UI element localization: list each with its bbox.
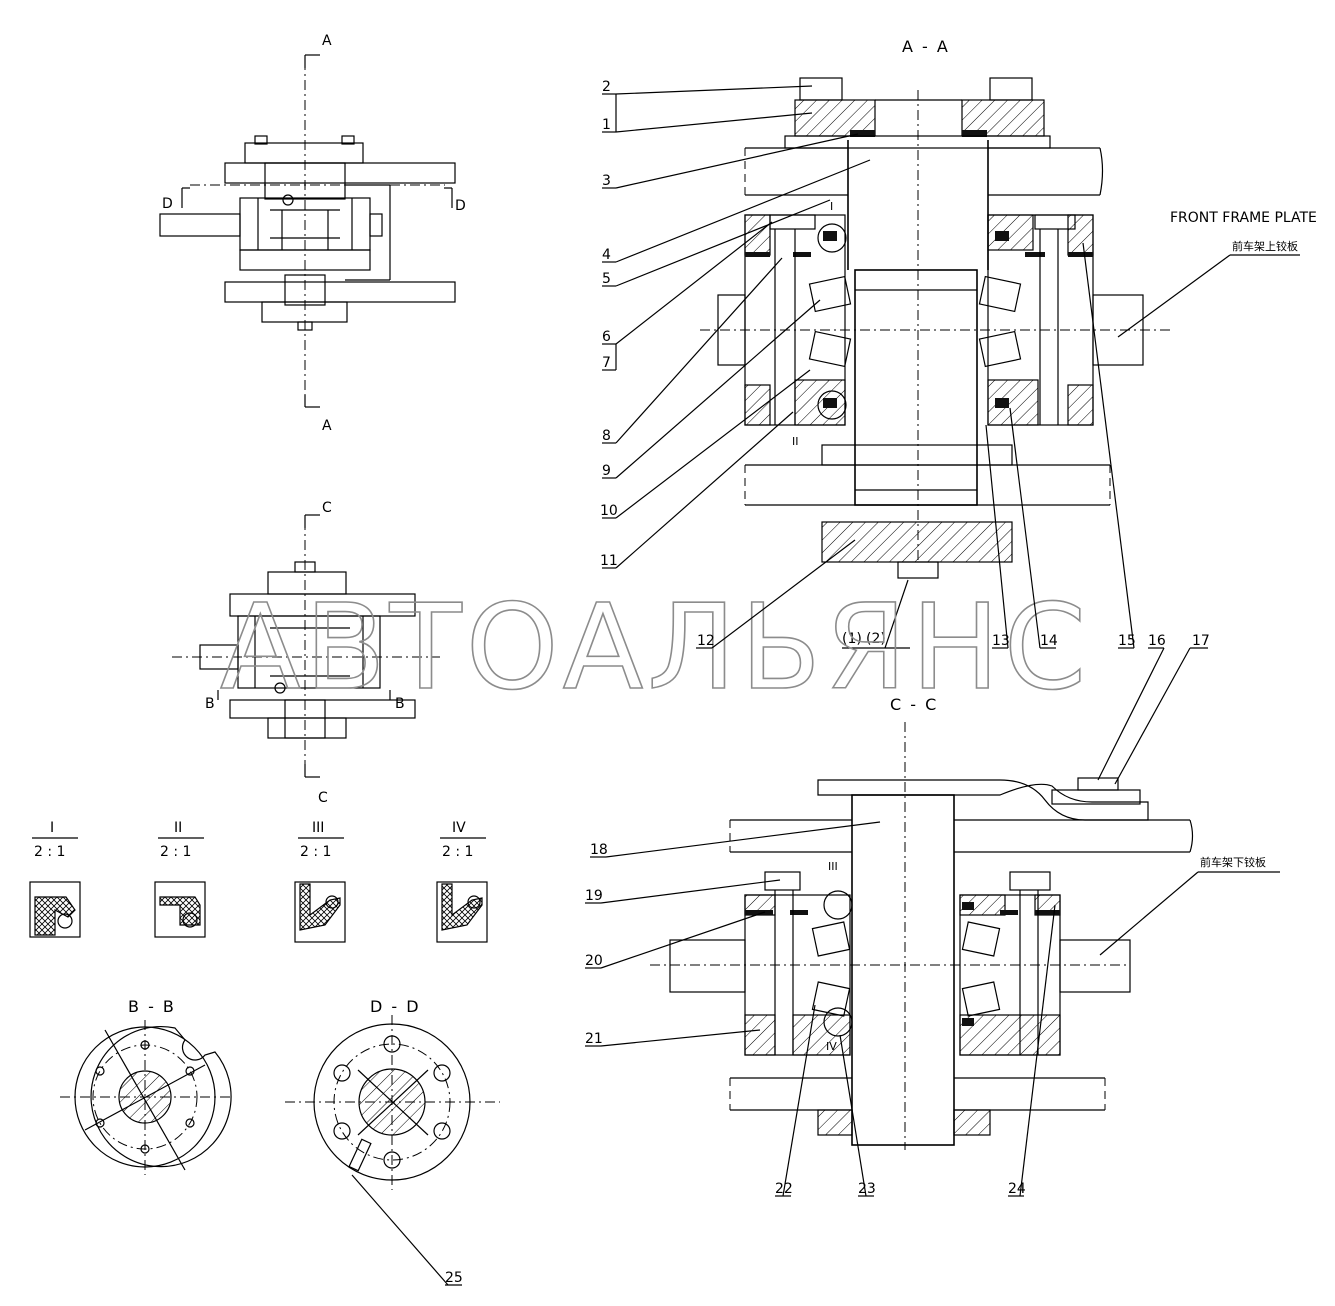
callout-leaders — [351, 85, 1208, 1286]
callout-15: 15 — [1118, 633, 1136, 649]
callout-11: 11 — [600, 553, 618, 569]
cut-b-right-label: B — [395, 696, 405, 712]
detail-iv-mark: IV — [826, 1040, 837, 1053]
callout-12: 12 — [697, 633, 715, 649]
cut-a-top-label: A — [322, 33, 332, 49]
dim-2-label: (2) — [866, 631, 886, 647]
upper-hinge-plate-label: 前车架上铰板 — [1232, 239, 1298, 253]
callout-2: 2 — [602, 79, 611, 95]
callout-22: 22 — [775, 1181, 793, 1197]
section-cc-title: C - C — [890, 695, 938, 714]
callout-9: 9 — [602, 463, 611, 479]
detail-i — [29, 881, 81, 938]
callout-10: 10 — [600, 503, 618, 519]
detail-iv-scale: 2 : 1 — [442, 844, 473, 860]
section-cc-view — [650, 722, 1194, 1150]
callout-16: 16 — [1148, 633, 1166, 649]
section-aa-view — [700, 77, 1170, 579]
detail-ii-roman: II — [174, 820, 182, 836]
cut-c-top-label: C — [322, 500, 332, 516]
callout-14: 14 — [1040, 633, 1058, 649]
section-dd-view — [285, 1015, 500, 1190]
callout-labels: 1 2 3 4 5 6 7 8 9 10 11 12 13 14 15 16 1… — [445, 79, 1210, 1286]
elevation-view-a — [159, 54, 456, 408]
cut-d-left-label: D — [162, 196, 173, 212]
callout-13: 13 — [992, 633, 1010, 649]
detail-ii — [154, 881, 206, 938]
watermark-text: АВТОАЛЬЯНС — [220, 578, 1090, 716]
cut-d-right-label: D — [455, 198, 466, 214]
callout-18: 18 — [590, 842, 608, 858]
callout-20: 20 — [585, 953, 603, 969]
detail-iii-mark: III — [828, 860, 838, 873]
detail-ii-scale: 2 : 1 — [160, 844, 191, 860]
callout-3: 3 — [602, 173, 611, 189]
callout-7: 7 — [602, 355, 611, 371]
callout-4: 4 — [602, 247, 611, 263]
detail-iii-roman: III — [312, 820, 324, 836]
callout-1: 1 — [602, 117, 611, 133]
callout-5: 5 — [602, 271, 611, 287]
section-bb-view — [60, 1020, 232, 1175]
cut-b-left-label: B — [205, 696, 215, 712]
front-frame-plate-label: FRONT FRAME PLATE — [1170, 210, 1317, 226]
detail-labels: I 2 : 1 II 2 : 1 III 2 : 1 IV 2 : 1 — [32, 820, 486, 860]
cut-a-bottom-label: A — [322, 418, 332, 434]
callout-21: 21 — [585, 1031, 603, 1047]
callout-17: 17 — [1192, 633, 1210, 649]
section-bb-title: B - B — [128, 997, 176, 1016]
lower-hinge-plate-label: 前车架下铰板 — [1200, 855, 1266, 869]
callout-6: 6 — [602, 329, 611, 345]
callout-19: 19 — [585, 888, 603, 904]
callout-24: 24 — [1008, 1181, 1026, 1197]
cut-c-bottom-label: C — [318, 790, 328, 806]
section-dd-title: D - D — [370, 997, 421, 1016]
callout-8: 8 — [602, 428, 611, 444]
callout-25: 25 — [445, 1270, 463, 1286]
section-aa-title: A - A — [902, 37, 950, 56]
detail-i-mark: I — [830, 200, 833, 213]
detail-i-scale: 2 : 1 — [34, 844, 65, 860]
detail-i-roman: I — [50, 820, 54, 836]
detail-iv — [436, 881, 488, 943]
plan-view-c — [172, 514, 440, 778]
detail-ii-mark: II — [792, 435, 799, 448]
callout-23: 23 — [858, 1181, 876, 1197]
detail-iii — [294, 881, 346, 943]
detail-iii-scale: 2 : 1 — [300, 844, 331, 860]
detail-iv-roman: IV — [452, 820, 466, 836]
dim-1-label: (1) — [842, 631, 862, 647]
